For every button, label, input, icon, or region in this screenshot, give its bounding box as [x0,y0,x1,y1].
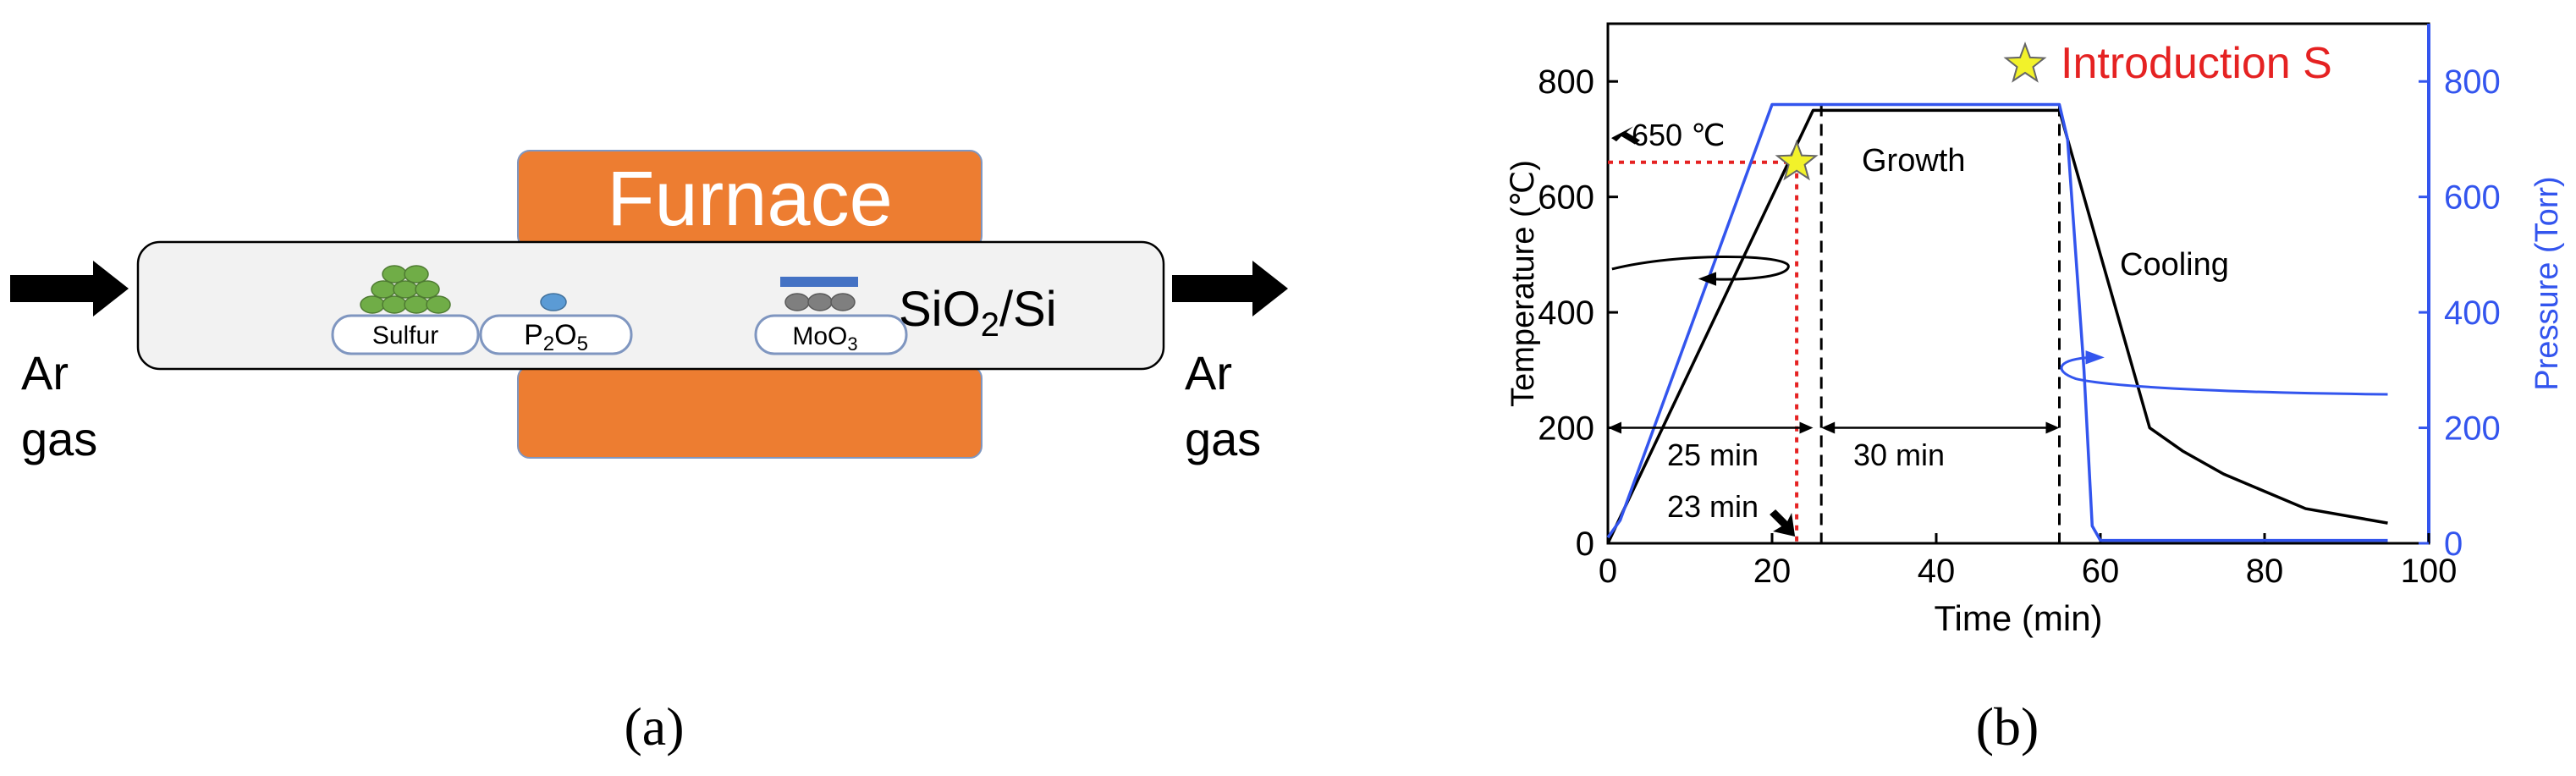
span-25min-arrow-right-arrowhead [1799,421,1814,434]
caption-b: (b) [1976,696,2039,757]
sio2-si-substrate [780,277,858,287]
x-tick-label: 40 [1918,553,1956,590]
x-tick-label: 80 [2246,553,2284,590]
right-tick-label: 200 [2444,410,2501,448]
sulfur-introduction-star-icon [1775,139,1819,181]
x-tick-label: 60 [2082,553,2120,590]
chart-marks [1606,102,2388,544]
left-tick-label: 0 [1576,526,1594,563]
left-tick-label: 400 [1538,294,1594,332]
left-tick-label: 800 [1538,63,1594,101]
temp-axis-pointer-curve [1611,256,1790,281]
outlet-gas-gas: gas [1185,412,1261,465]
right-axis-title: Pressure (Torr) [2529,176,2565,390]
sulfur-particles [360,265,451,314]
furnace-label: Furnace [607,156,893,242]
legend-star-icon [2003,41,2047,83]
right-tick-label: 0 [2444,526,2463,563]
left-axis-title: Temperature (℃) [1505,160,1541,407]
span-25min-arrow-left-arrowhead [1608,421,1621,434]
caption-a: (a) [624,696,684,757]
p2o5-boat [479,314,633,355]
left-axis-ticks: 0 200 400 600 800 [1538,63,1618,563]
sulfur-boat [331,314,480,355]
panel-b: 0 20 40 60 80 100 0 200 400 600 800 0 200 400 600 800… [1505,22,2565,757]
moo3-particles [784,293,856,311]
label-cooling: Cooling [2120,247,2229,283]
x-axis-ticks: 0 20 40 60 80 100 [1599,533,2458,590]
pressure-axis-pointer-curve [2060,355,2388,396]
x-tick-label: 100 [2401,553,2458,590]
temperature-series-line [1606,108,2388,544]
label-growth: Growth [1862,143,1965,179]
moo3-boat [754,314,908,355]
legend-text: Introduction S [2061,39,2332,88]
span-30min-arrow-left-arrowhead [1821,421,1836,434]
x-axis-title: Time (min) [1934,598,2102,638]
sulfur-label: Sulfur [372,322,438,349]
pressure-series-line [1606,102,2388,542]
substrate-label: SiO2/Si [899,282,1057,344]
p2o5-particle [540,293,567,311]
left-tick-label: 200 [1538,410,1594,448]
p2o5-label: P2O5 [524,319,588,355]
label-650c: 650 ℃ [1632,118,1726,152]
span-30min-arrow-right-arrowhead [2045,421,2060,434]
outlet-arrow-icon [1172,261,1288,316]
label-23min: 23 min [1667,489,1759,524]
temp-axis-pointer-arrowhead [1698,272,1717,286]
inlet-gas-ar: Ar [21,346,69,399]
right-tick-label: 600 [2444,179,2501,217]
right-axis-ticks: 0 200 400 600 800 [2419,63,2501,563]
pointer-650-arrow-icon [1611,126,1640,145]
pressure-axis-pointer-arrowhead [2085,350,2105,365]
right-tick-label: 400 [2444,294,2501,332]
pointer-23min-arrow-icon [1770,509,1796,537]
label-25min: 25 min [1667,438,1759,472]
inlet-arrow-icon [10,261,129,316]
x-tick-label: 0 [1599,553,1617,590]
x-tick-label: 20 [1753,553,1792,590]
furnace-bottom [517,366,983,459]
moo3-label: MoO3 [792,322,857,355]
panel-a: Furnace Ar gas Ar gas Sulfur P2O5 [10,150,1288,757]
outlet-gas-ar: Ar [1185,346,1232,399]
inlet-gas-gas: gas [21,412,97,465]
left-tick-label: 600 [1538,179,1594,217]
label-30min: 30 min [1853,438,1945,472]
right-tick-label: 800 [2444,63,2501,101]
